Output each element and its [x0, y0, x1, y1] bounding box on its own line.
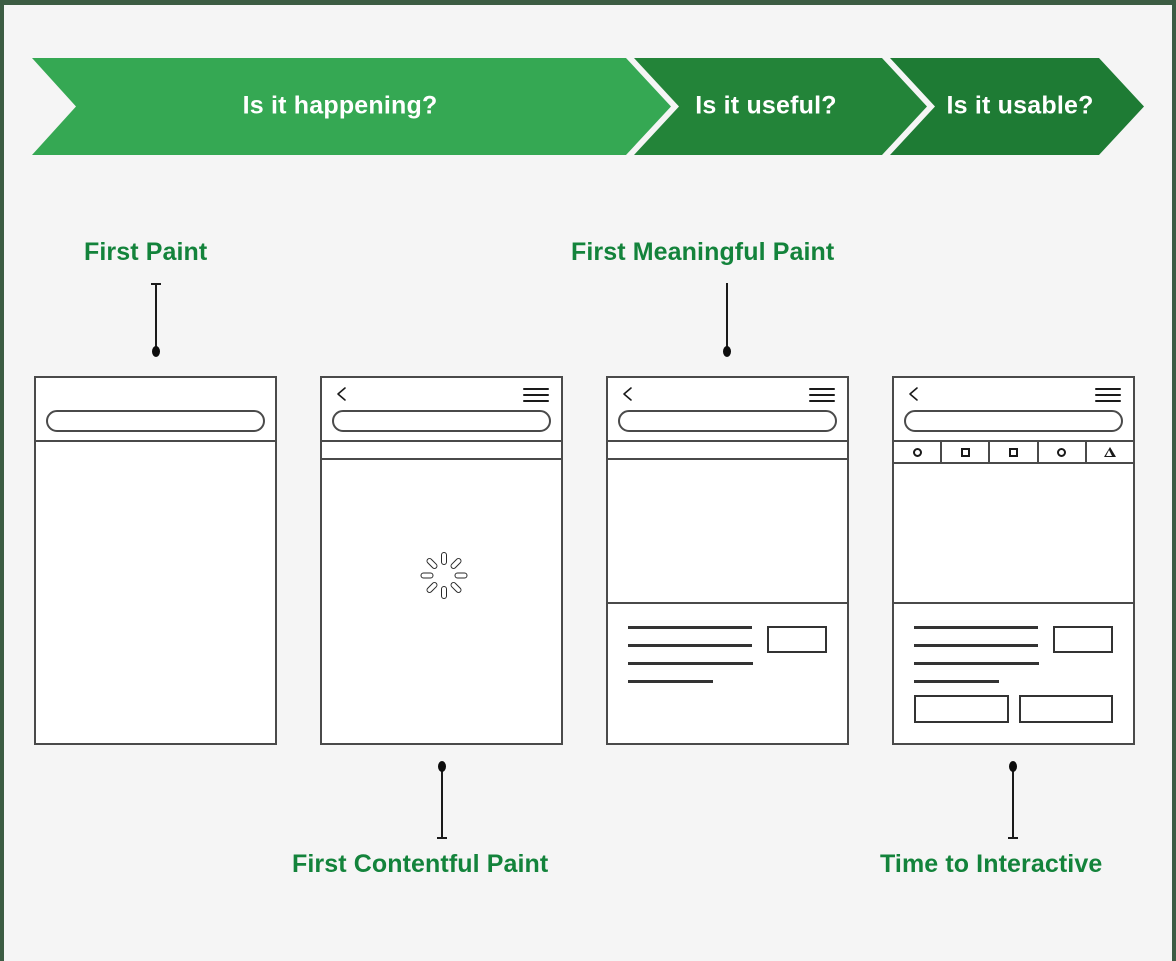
content-block-4: [894, 602, 1133, 745]
square-icon: [1009, 447, 1018, 457]
metric-label-first-contentful-paint: First Contentful Paint: [292, 850, 549, 878]
text-line: [914, 680, 999, 683]
loading-spinner-icon: [418, 549, 470, 601]
circle-icon: [912, 447, 922, 457]
phase-shape-3[interactable]: [890, 58, 1144, 155]
back-chevron-icon[interactable]: [906, 386, 920, 402]
action-button-right[interactable]: [1018, 695, 1113, 723]
chrome-icon-row-2: [322, 378, 561, 410]
action-button-left[interactable]: [914, 695, 1009, 723]
back-chevron-icon[interactable]: [334, 386, 348, 402]
chrome-icon-row-4: [894, 378, 1133, 410]
leader-first-contentful-paint: [436, 761, 448, 839]
phase-label-2: Is it useful?: [695, 91, 837, 120]
time-to-interactive-frame: [892, 376, 1135, 745]
page-body-3: [608, 602, 847, 887]
back-chevron-icon[interactable]: [620, 386, 634, 402]
url-bar-1[interactable]: [46, 410, 265, 432]
toolbar-item-1[interactable]: [894, 442, 943, 462]
phase-shape-1[interactable]: [32, 58, 671, 155]
chrome-icon-row-1: [36, 378, 275, 410]
browser-chrome-4: [894, 378, 1133, 442]
toolbar-item-3[interactable]: [990, 442, 1039, 462]
leader-first-meaningful-paint: [721, 283, 733, 357]
text-line: [628, 662, 753, 665]
browser-chrome-1: [36, 378, 275, 442]
metric-label-time-to-interactive: Time to Interactive: [880, 850, 1103, 878]
hamburger-menu-icon[interactable]: [523, 388, 549, 402]
square-icon: [960, 447, 970, 457]
leader-time-to-interactive: [1007, 761, 1019, 839]
text-line: [914, 644, 1038, 647]
text-line: [628, 644, 752, 647]
metric-label-first-meaningful-paint: First Meaningful Paint: [571, 238, 835, 266]
first-paint-frame: [34, 376, 277, 745]
secondary-bar-3: [608, 442, 847, 460]
text-line: [628, 680, 713, 683]
action-button-row: [914, 695, 1113, 723]
text-line: [628, 626, 752, 629]
circle-icon: [1057, 447, 1067, 457]
browser-chrome-3: [608, 378, 847, 442]
toolbar-item-4[interactable]: [1039, 442, 1087, 462]
media-placeholder: [1053, 626, 1113, 653]
icon-toolbar: [894, 442, 1133, 464]
first-contentful-paint-frame: [320, 376, 563, 745]
page-body-4: [894, 602, 1133, 883]
phase-shape-2[interactable]: [634, 58, 927, 155]
url-bar-2[interactable]: [332, 410, 551, 432]
page-body-2: [322, 460, 561, 745]
phase-banner: Is it happening? Is it useful? Is it usa…: [32, 58, 1144, 155]
url-bar-4[interactable]: [904, 410, 1123, 432]
chrome-icon-row-3: [608, 378, 847, 410]
page-body-1: [36, 442, 275, 747]
phase-label-3: Is it usable?: [946, 91, 1094, 120]
triangle-icon: [1103, 447, 1116, 457]
media-placeholder: [767, 626, 827, 653]
toolbar-item-5[interactable]: [1087, 442, 1133, 462]
text-line: [914, 626, 1038, 629]
url-bar-3[interactable]: [618, 410, 837, 432]
leader-first-paint: [150, 283, 162, 357]
browser-chrome-2: [322, 378, 561, 442]
toolbar-item-2[interactable]: [942, 442, 991, 462]
hamburger-menu-icon[interactable]: [1095, 388, 1121, 402]
first-meaningful-paint-frame: [606, 376, 849, 745]
phase-label-1: Is it happening?: [242, 91, 438, 120]
content-block-3: [608, 602, 847, 745]
secondary-bar-2: [322, 442, 561, 460]
text-line: [914, 662, 1039, 665]
phase-banner-shapes: [32, 58, 1144, 155]
metric-label-first-paint: First Paint: [84, 238, 208, 266]
hamburger-menu-icon[interactable]: [809, 388, 835, 402]
